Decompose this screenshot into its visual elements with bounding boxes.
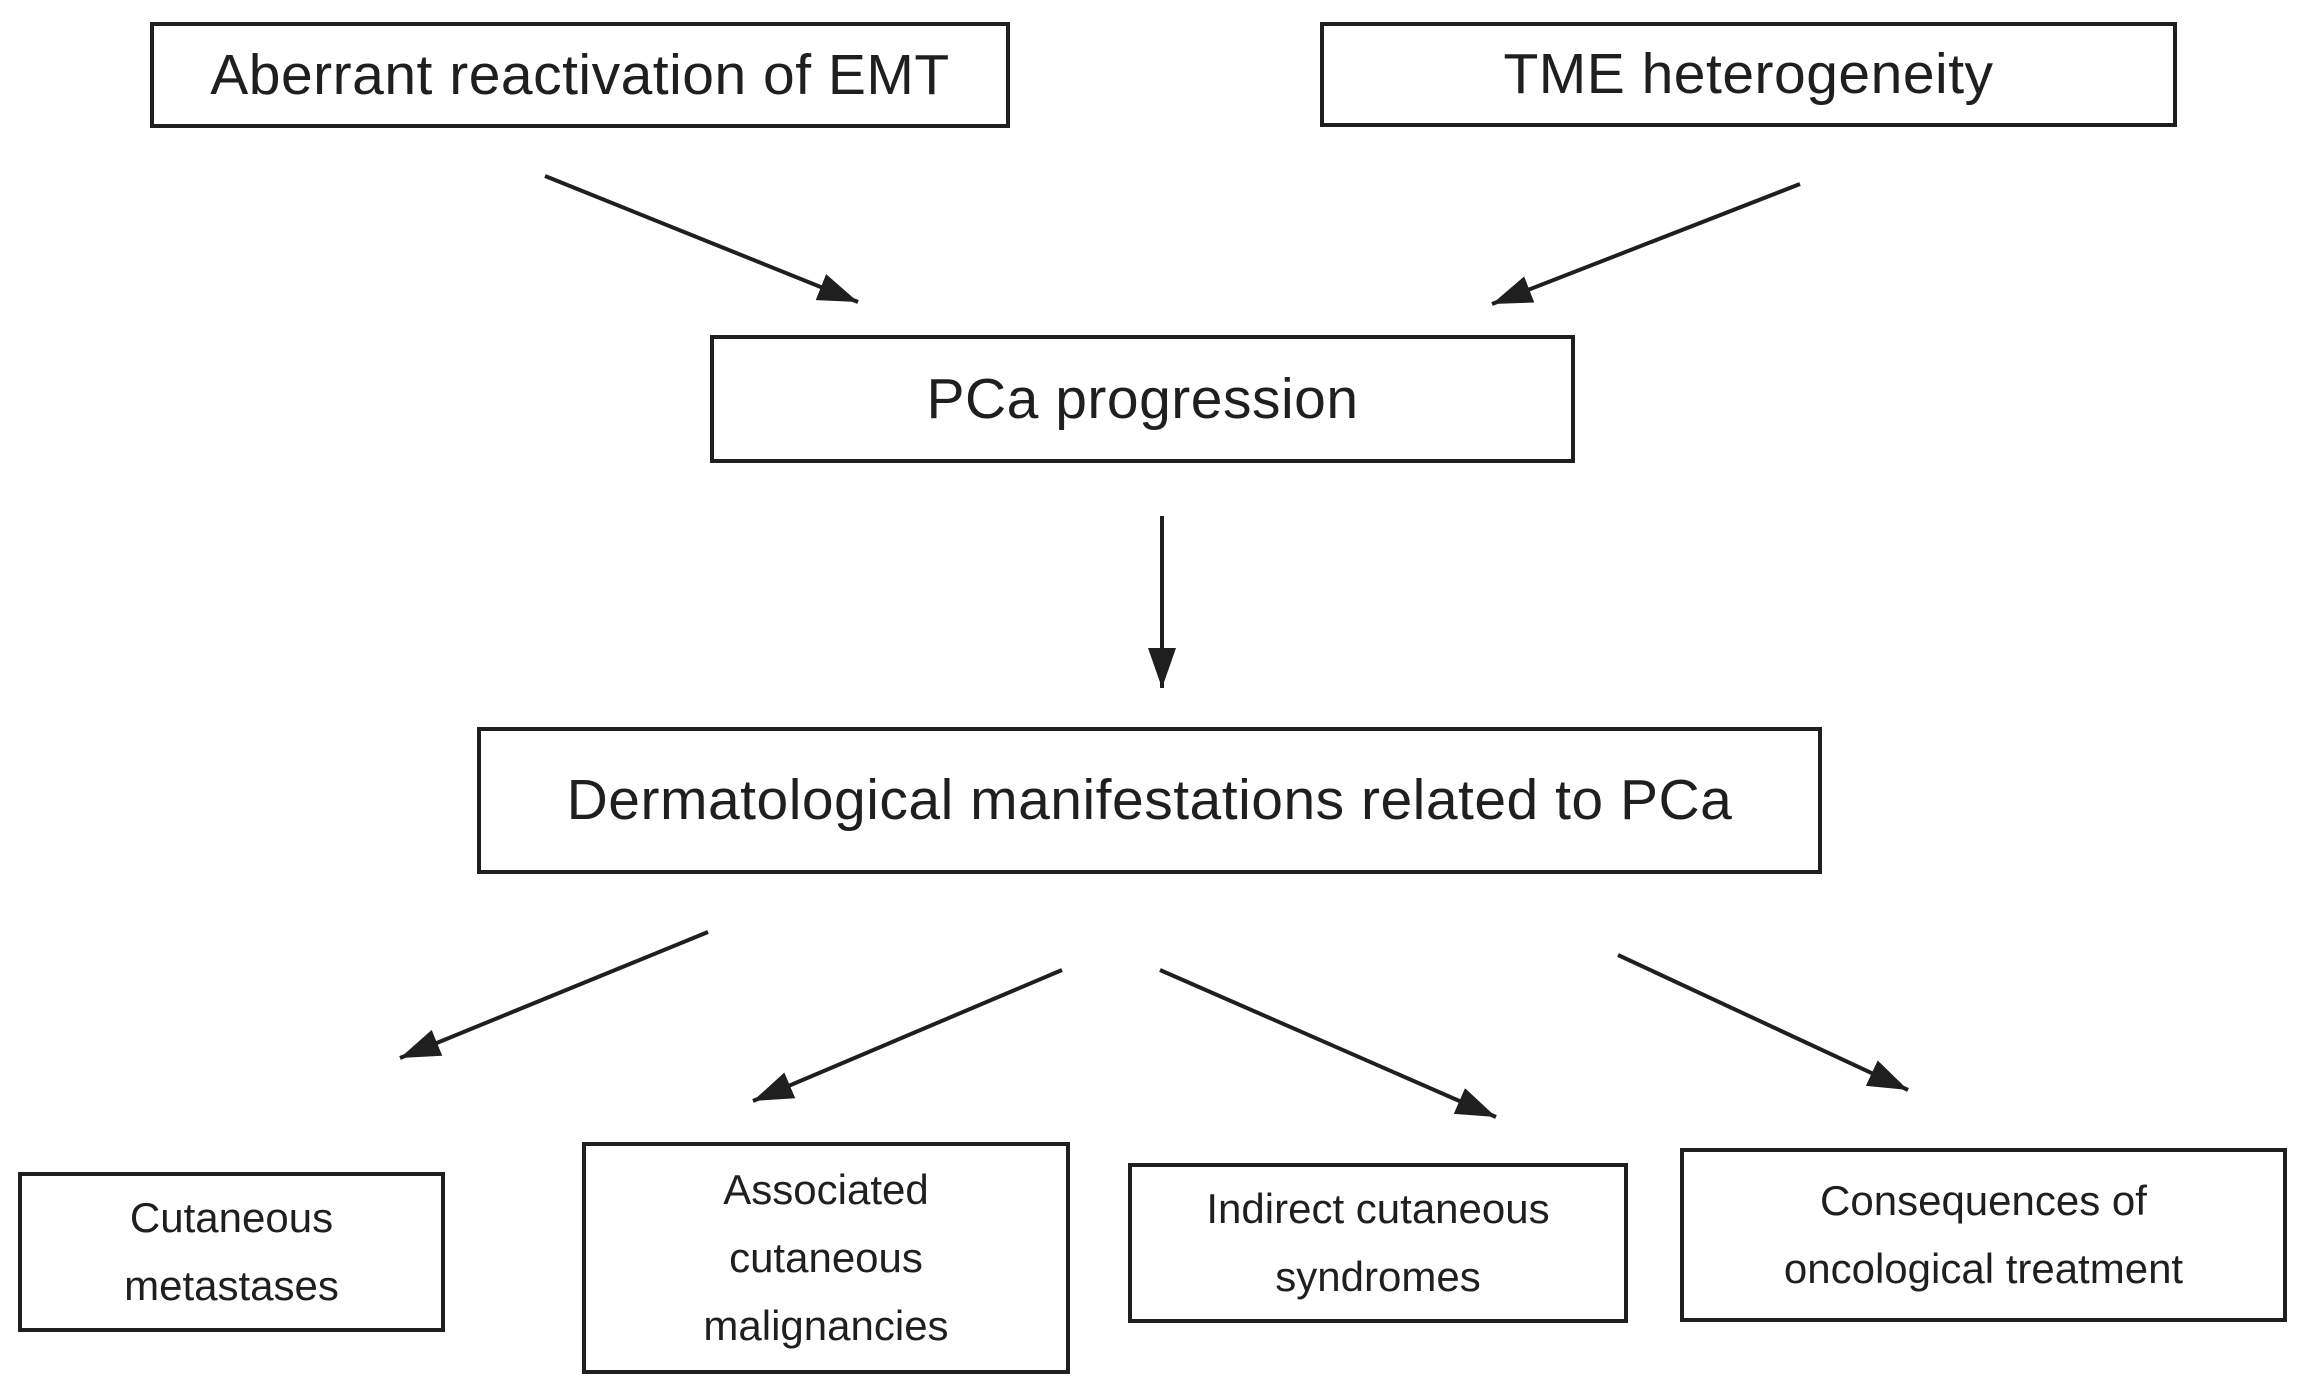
node-label-line: oncological treatment xyxy=(1783,1245,2184,1292)
node-label-line: cutaneous xyxy=(729,1233,923,1281)
node-label-line: metastases xyxy=(124,1262,339,1309)
arrow-emt-to-pca xyxy=(544,174,859,304)
arrow-derm-to-indirect-syndromes xyxy=(1159,968,1497,1119)
node-label-line: syndromes xyxy=(1275,1253,1481,1300)
node-label-line: Consequences of xyxy=(1820,1176,2147,1224)
node-consequences-oncological-treatment: Consequences of oncological treatment xyxy=(1680,1148,2287,1322)
node-label: PCa progression xyxy=(926,366,1359,431)
node-associated-cutaneous-malignancies: Associated cutaneous malignancies xyxy=(582,1142,1070,1374)
node-label-line: malignancies xyxy=(703,1302,949,1350)
arrow-derm-to-treatment-consequences xyxy=(1617,953,1909,1092)
node-label: Aberrant reactivation of EMT xyxy=(210,42,950,107)
node-label-line: Indirect cutaneous xyxy=(1206,1184,1550,1232)
node-label-line: Cutaneous xyxy=(129,1193,334,1241)
node-cutaneous-metastases: Cutaneous metastases xyxy=(18,1172,445,1332)
node-dermatological-manifestations: Dermatological manifestations related to… xyxy=(477,727,1822,874)
node-pca-progression: PCa progression xyxy=(710,335,1575,463)
node-aberrant-reactivation-emt: Aberrant reactivation of EMT xyxy=(150,22,1010,128)
arrow-tme-to-pca xyxy=(1491,182,1801,306)
arrow-derm-to-associated-malignancies xyxy=(752,968,1063,1103)
node-indirect-cutaneous-syndromes: Indirect cutaneous syndromes xyxy=(1128,1163,1628,1323)
node-label: Dermatological manifestations related to… xyxy=(566,768,1733,833)
node-label: TME heterogeneity xyxy=(1503,42,1994,107)
node-tme-heterogeneity: TME heterogeneity xyxy=(1320,22,2177,127)
node-label-line: Associated xyxy=(723,1165,929,1213)
arrow-derm-to-cutaneous-metastases xyxy=(399,930,709,1060)
